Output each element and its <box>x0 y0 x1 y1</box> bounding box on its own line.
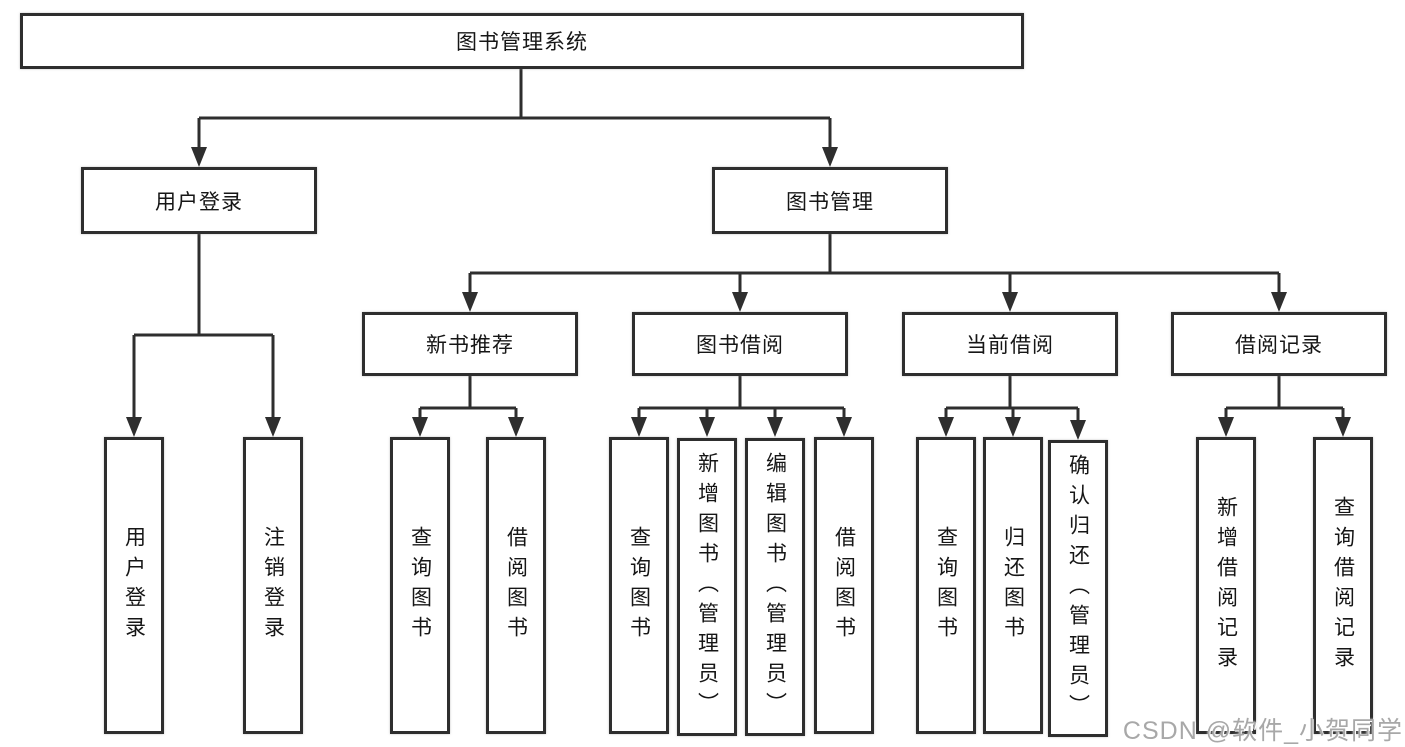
arrowhead-down-icon <box>1218 417 1234 437</box>
node-label: 用户登录 <box>155 190 243 214</box>
node-label: 编辑图书（管理员） <box>763 452 787 722</box>
arrowhead-down-icon <box>126 417 142 437</box>
arrowhead-down-icon <box>1005 417 1021 437</box>
leaf-newbook-borrow-books: 借阅图书 <box>486 437 546 734</box>
node-user-login: 用户登录 <box>81 167 317 234</box>
arrowhead-down-icon <box>767 417 783 437</box>
node-label: 新增借阅记录 <box>1214 495 1238 676</box>
leaf-newbook-query-books: 查询图书 <box>390 437 450 734</box>
arrowhead-down-icon <box>631 417 647 437</box>
node-label: 确认归还（管理员） <box>1066 453 1090 724</box>
arrowhead-down-icon <box>508 417 524 437</box>
arrowhead-down-icon <box>1002 292 1018 312</box>
leaf-borrow-query-books: 查询图书 <box>609 437 669 734</box>
node-label: 借阅图书 <box>832 525 856 646</box>
node-label: 图书管理 <box>786 190 874 214</box>
leaf-record-add-borrow-record: 新增借阅记录 <box>1196 437 1256 734</box>
node-label: 新增图书（管理员） <box>695 452 719 722</box>
leaf-current-confirm-return-admin: 确认归还（管理员） <box>1048 440 1108 737</box>
arrowhead-down-icon <box>732 292 748 312</box>
arrowhead-down-icon <box>462 292 478 312</box>
arrowhead-down-icon <box>412 417 428 437</box>
leaf-borrow-add-books-admin: 新增图书（管理员） <box>677 438 737 736</box>
node-label: 查询图书 <box>408 525 432 646</box>
csdn-watermark: CSDN @软件_小贺同学 <box>1122 717 1403 745</box>
node-label: 查询借阅记录 <box>1331 495 1355 676</box>
node-current-borrowing: 当前借阅 <box>902 312 1118 376</box>
leaf-current-query-books: 查询图书 <box>916 437 976 734</box>
arrowhead-down-icon <box>699 417 715 437</box>
arrowhead-down-icon <box>265 417 281 437</box>
arrowhead-down-icon <box>1335 417 1351 437</box>
node-borrowing-records: 借阅记录 <box>1171 312 1387 376</box>
node-label: 归还图书 <box>1001 525 1025 646</box>
node-library-management-system: 图书管理系统 <box>20 13 1024 69</box>
node-book-management: 图书管理 <box>712 167 948 234</box>
leaf-user-login: 用户登录 <box>104 437 164 734</box>
leaf-logout: 注销登录 <box>243 437 303 734</box>
arrowhead-down-icon <box>938 417 954 437</box>
node-label: 当前借阅 <box>966 334 1054 357</box>
arrowhead-down-icon <box>1070 420 1086 440</box>
node-book-borrowing: 图书借阅 <box>632 312 848 376</box>
node-new-book-recommendation: 新书推荐 <box>362 312 578 376</box>
leaf-borrow-borrow-books: 借阅图书 <box>814 437 874 734</box>
leaf-borrow-edit-books-admin: 编辑图书（管理员） <box>745 438 805 736</box>
node-label: 图书借阅 <box>696 334 784 357</box>
node-label: 注销登录 <box>261 525 285 646</box>
leaf-current-return-books: 归还图书 <box>983 437 1043 734</box>
arrowhead-down-icon <box>1271 292 1287 312</box>
arrowhead-down-icon <box>836 417 852 437</box>
node-label: 查询图书 <box>627 525 651 646</box>
leaf-record-query-borrow-record: 查询借阅记录 <box>1313 437 1373 734</box>
arrowhead-down-icon <box>191 147 207 167</box>
node-label: 图书管理系统 <box>456 31 588 54</box>
node-label: 借阅图书 <box>504 525 528 646</box>
node-label: 借阅记录 <box>1235 334 1323 357</box>
node-label: 查询图书 <box>934 525 958 646</box>
node-label: 用户登录 <box>122 525 146 646</box>
node-label: 新书推荐 <box>426 334 514 357</box>
arrowhead-down-icon <box>822 147 838 167</box>
